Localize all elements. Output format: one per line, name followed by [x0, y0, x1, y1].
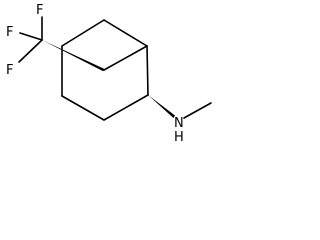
- atom-f-top: F: [36, 3, 43, 18]
- atom-f-bottom: F: [6, 63, 13, 78]
- ring-bond-c5-c6: [61, 95, 105, 121]
- ring-bond-c1-c2: [103, 45, 148, 71]
- bond-c-f-bottom: [18, 39, 43, 63]
- atom-f-left: F: [6, 25, 13, 40]
- chemical-structure: F F F N H: [6, 3, 212, 145]
- ring-bond-top: [103, 19, 148, 47]
- ring-bond-c2-c3: [146, 45, 149, 96]
- bond-n-methyl: [183, 102, 212, 119]
- atom-n: N: [174, 116, 184, 131]
- ring-bond-c4-c5: [103, 94, 149, 121]
- bond-c-f-left: [19, 32, 43, 41]
- wedge-bond-cf3: [42, 40, 104, 72]
- wedge-bond-n: [148, 95, 175, 118]
- atom-h: H: [174, 130, 184, 145]
- ring-bond-c1-c2b: [61, 19, 105, 47]
